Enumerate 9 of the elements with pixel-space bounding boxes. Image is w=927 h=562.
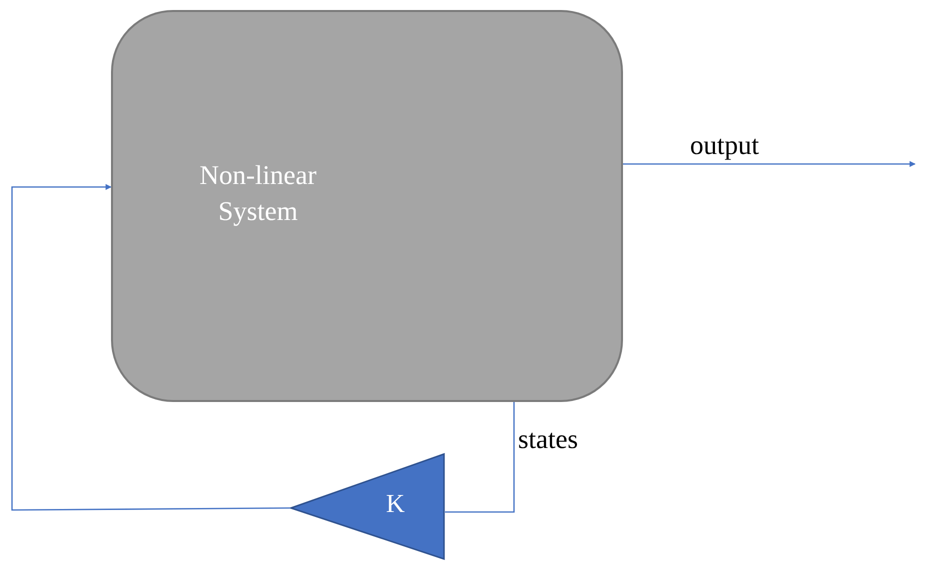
arrow (623, 161, 916, 167)
edge-label: output (690, 130, 760, 160)
arrow (11, 184, 290, 511)
edge-label: states (518, 424, 578, 454)
gain-label: K (386, 489, 405, 519)
block-label: Non-linear System (198, 159, 318, 228)
process-box (111, 10, 623, 402)
connector-line (445, 402, 515, 513)
gain-triangle (290, 453, 445, 560)
